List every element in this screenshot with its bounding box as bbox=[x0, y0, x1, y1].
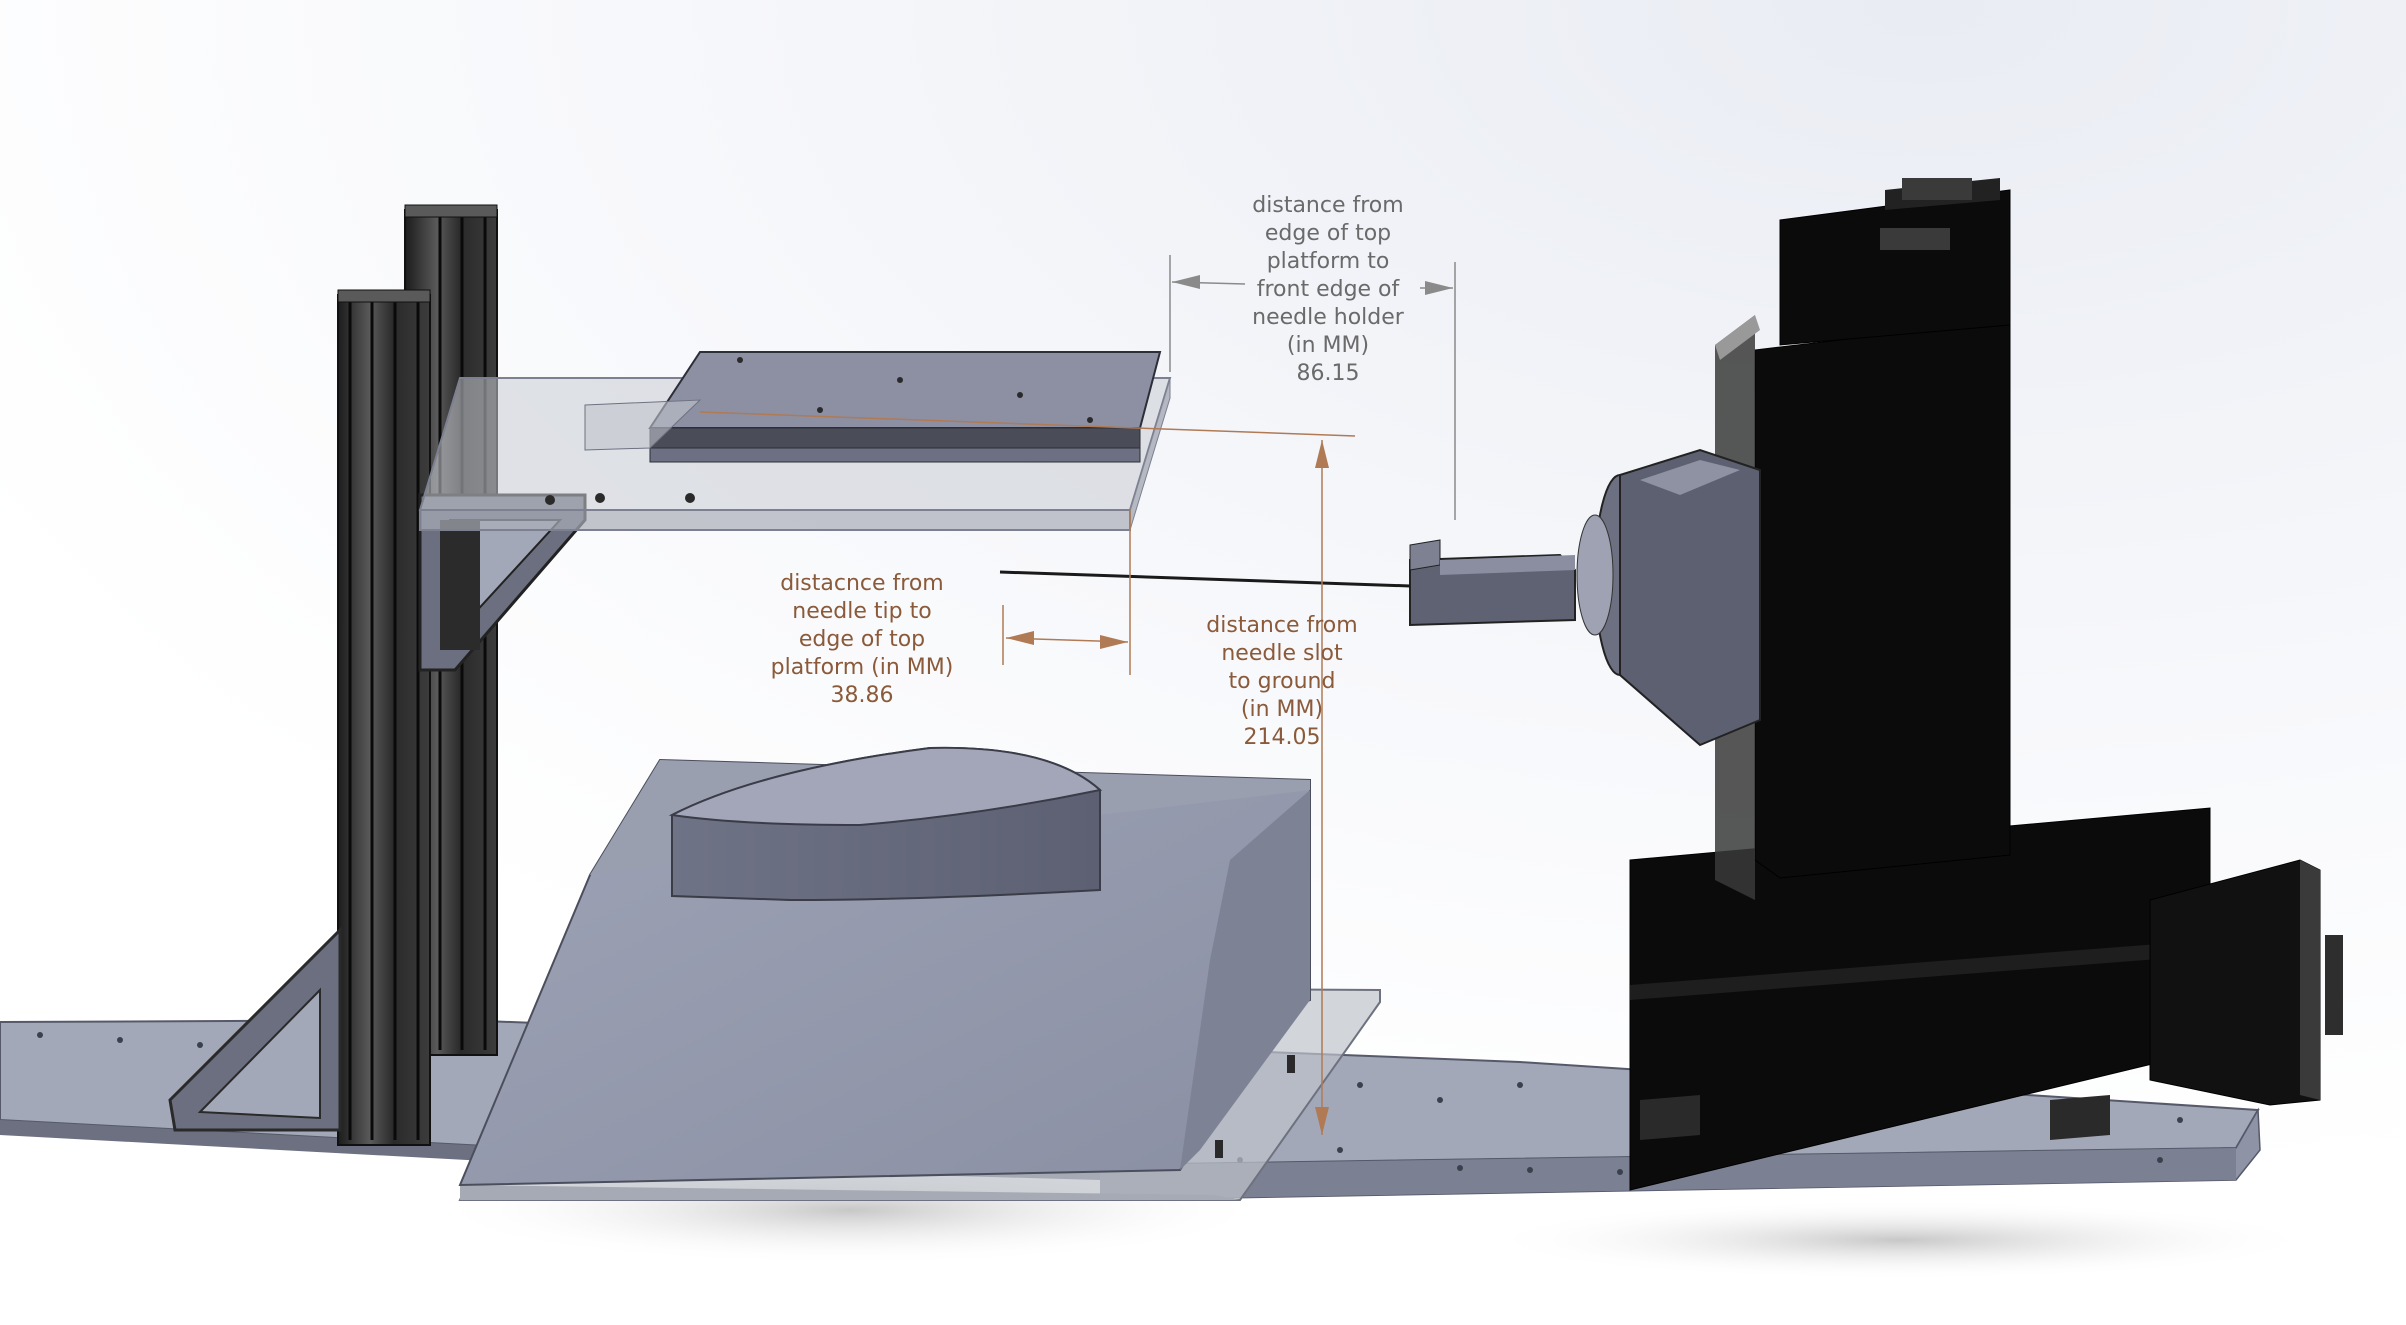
annotation-needle-holder-distance: distance from edge of top platform to front… bbox=[1252, 193, 1405, 386]
needle_holder-line: edge of top bbox=[1265, 221, 1391, 246]
ground-line: to ground bbox=[1229, 669, 1336, 694]
needle_holder-line: front edge of bbox=[1257, 277, 1401, 302]
needle_holder-value: 86.15 bbox=[1297, 361, 1360, 386]
needle_holder-line: needle holder bbox=[1252, 305, 1405, 330]
needle_tip-line: needle tip to bbox=[792, 599, 931, 624]
mold-block bbox=[458, 746, 1381, 1201]
ground-value: 214.05 bbox=[1244, 725, 1321, 750]
needle_tip-value: 38.86 bbox=[831, 683, 894, 708]
ground-line: needle slot bbox=[1221, 641, 1343, 666]
needle_tip-line: platform (in MM) bbox=[771, 655, 954, 680]
needle_holder-line: (in MM) bbox=[1287, 333, 1369, 358]
needle_holder-line: distance from bbox=[1252, 193, 1403, 218]
annotation-needle-tip-distance: distacnce from needle tip to edge of top pl… bbox=[771, 571, 954, 708]
needle bbox=[999, 570, 1411, 588]
ground-line: distance from bbox=[1206, 613, 1357, 638]
dimension-lines bbox=[699, 255, 1456, 1135]
needle_tip-line: edge of top bbox=[799, 627, 925, 652]
top-platform bbox=[418, 351, 1172, 531]
ground-line: (in MM) bbox=[1241, 697, 1323, 722]
extrusion-tower bbox=[168, 204, 587, 1146]
xyz-stage bbox=[1409, 178, 2343, 1191]
needle_holder-line: platform to bbox=[1267, 249, 1390, 274]
stage-shadow bbox=[1480, 1200, 2320, 1280]
annotation-ground-distance: distance from needle slot to ground (in MM)… bbox=[1206, 613, 1357, 750]
needle_tip-line: distacnce from bbox=[780, 571, 944, 596]
